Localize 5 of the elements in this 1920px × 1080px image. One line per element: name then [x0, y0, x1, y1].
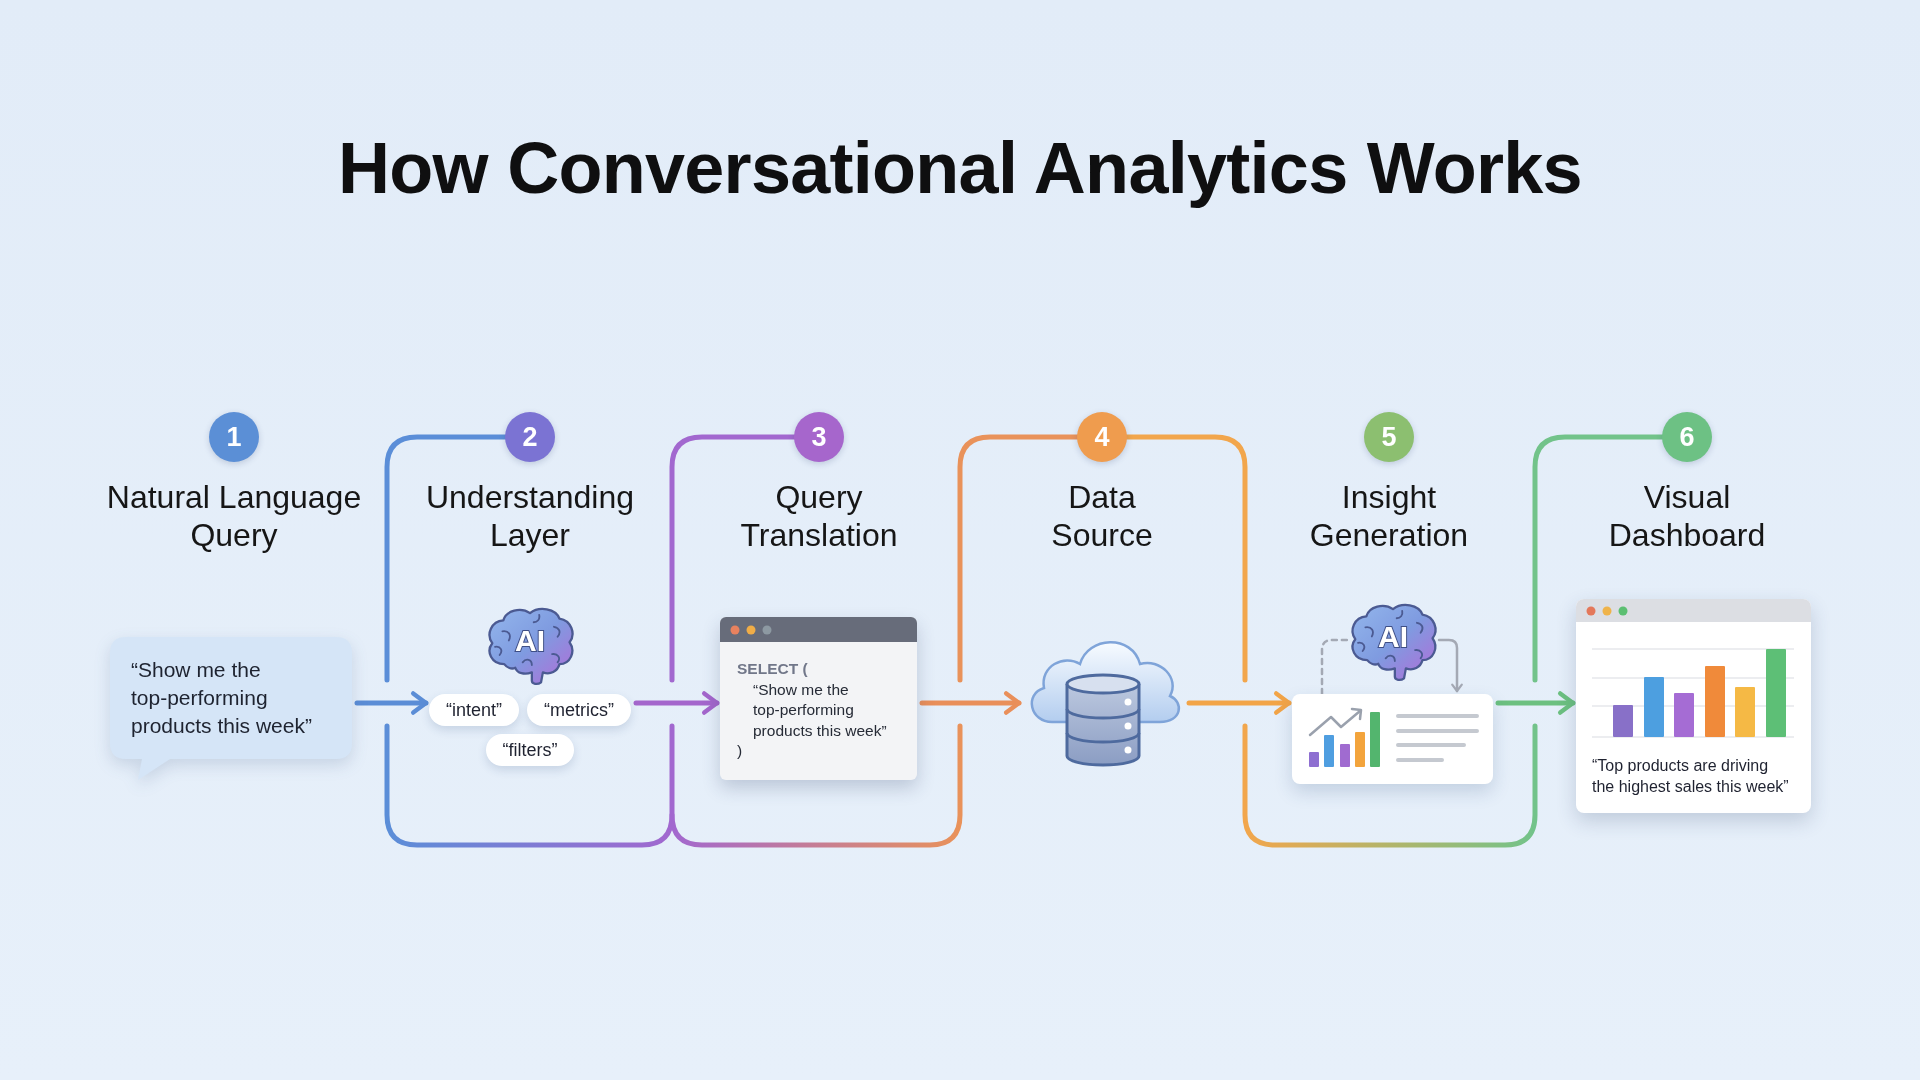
quote-text: “Show me the top-performing products this week” — [131, 657, 313, 739]
title: How Conversational Analytics Works — [338, 127, 1582, 210]
speech-bubble — [110, 637, 352, 780]
step-number-badge: 1 — [209, 412, 259, 462]
step-title: Natural Language Query — [105, 478, 363, 554]
